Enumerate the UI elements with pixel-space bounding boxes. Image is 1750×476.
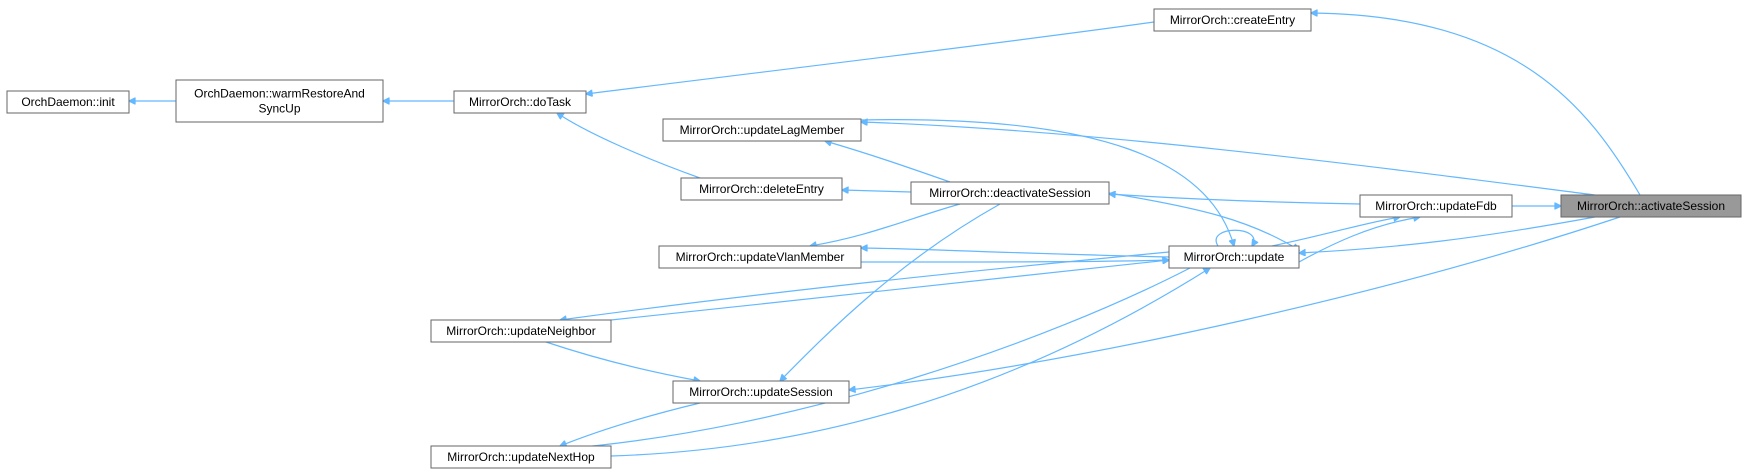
edge-activateSession-to-createEntry [1311,13,1641,196]
edge-updateSession-to-updateNextHop [560,402,701,446]
node-updateNextHop[interactable]: MirrorOrch::updateNextHop [430,445,612,469]
node-label: MirrorOrch::deleteEntry [699,182,824,196]
node-box [1560,194,1742,218]
edge-activateSession-to-updateLagMember [861,122,1596,196]
node-createEntry[interactable]: MirrorOrch::createEntry [1153,8,1312,32]
node-updateLagMember[interactable]: MirrorOrch::updateLagMember [662,118,862,142]
edge-updateNextHop-to-update [560,267,1191,449]
edge-deactivateSession-to-updateSession [780,203,1001,381]
node-label: MirrorOrch::activateSession [1577,199,1725,213]
node-activateSession[interactable]: MirrorOrch::activateSession [1560,194,1742,218]
node-box [6,90,130,114]
edge-deleteEntry-to-doTask [557,113,701,179]
node-updateFdb[interactable]: MirrorOrch::updateFdb [1359,194,1513,218]
edge-updateVlanMember-to-update [860,260,1169,262]
node-label: OrchDaemon::init [21,95,115,109]
edge-activateSession-to-update [1299,216,1596,253]
node-box [1168,245,1300,269]
nodes-layer: OrchDaemon::init OrchDaemon::warmRestoreA… [6,8,1742,469]
edge-deactivateSession-to-updateFdb [1109,194,1361,205]
node-label: MirrorOrch::updateNextHop [447,450,595,464]
edge-update-to-updateNextHop [610,268,1210,457]
node-box [1153,8,1312,32]
edge-updateNeighbor-to-update [560,251,1170,320]
node-label: MirrorOrch::doTask [469,95,572,109]
node-label: MirrorOrch::updateVlanMember [676,250,845,264]
edge-update-to-update [1215,229,1254,246]
node-label: MirrorOrch::updateSession [689,385,832,399]
node-box [1359,194,1513,218]
edge-updateSession-to-updateNeighbor [545,341,700,381]
node-box [430,445,612,469]
node-updateSession[interactable]: MirrorOrch::updateSession [672,380,850,404]
node-update[interactable]: MirrorOrch::update [1168,245,1300,269]
node-label: MirrorOrch::updateFdb [1375,199,1497,213]
node-box [910,181,1110,205]
node-box [662,118,862,142]
edge-deactivateSession-to-deleteEntry [842,190,912,192]
node-box [680,177,843,201]
node-label: MirrorOrch::createEntry [1170,13,1295,27]
edge-update-to-updateNeighbor [610,260,1169,321]
node-updateVlanMember[interactable]: MirrorOrch::updateVlanMember [658,245,862,269]
edge-activateSession-to-updateSession [849,216,1621,390]
node-box [658,245,862,269]
node-box [175,79,384,123]
edge-deactivateSession-to-updateVlanMember [810,203,961,246]
node-doTask[interactable]: MirrorOrch::doTask [453,90,587,114]
node-deleteEntry[interactable]: MirrorOrch::deleteEntry [680,177,843,201]
node-deactivateSession[interactable]: MirrorOrch::deactivateSession [910,181,1110,205]
edge-updateFdb-to-update [1298,217,1420,263]
node-label: MirrorOrch::updateLagMember [680,123,845,137]
node-label: MirrorOrch::updateNeighbor [446,324,595,338]
edge-update-to-updateLagMember [860,119,1234,246]
node-label: MirrorOrch::update [1184,250,1285,264]
node-box [430,319,612,343]
node-updateNeighbor[interactable]: MirrorOrch::updateNeighbor [430,319,612,343]
edges-layer [129,13,1641,457]
node-box [672,380,850,404]
edge-update-to-deactivateSession [1108,192,1299,250]
edge-update-to-updateVlanMember [861,248,1170,258]
node-label: MirrorOrch::deactivateSession [929,186,1090,200]
edge-deactivateSession-to-updateLagMember [825,141,951,183]
node-box [453,90,587,114]
node-init[interactable]: OrchDaemon::init [6,90,130,114]
edge-createEntry-to-doTask [586,21,1155,94]
